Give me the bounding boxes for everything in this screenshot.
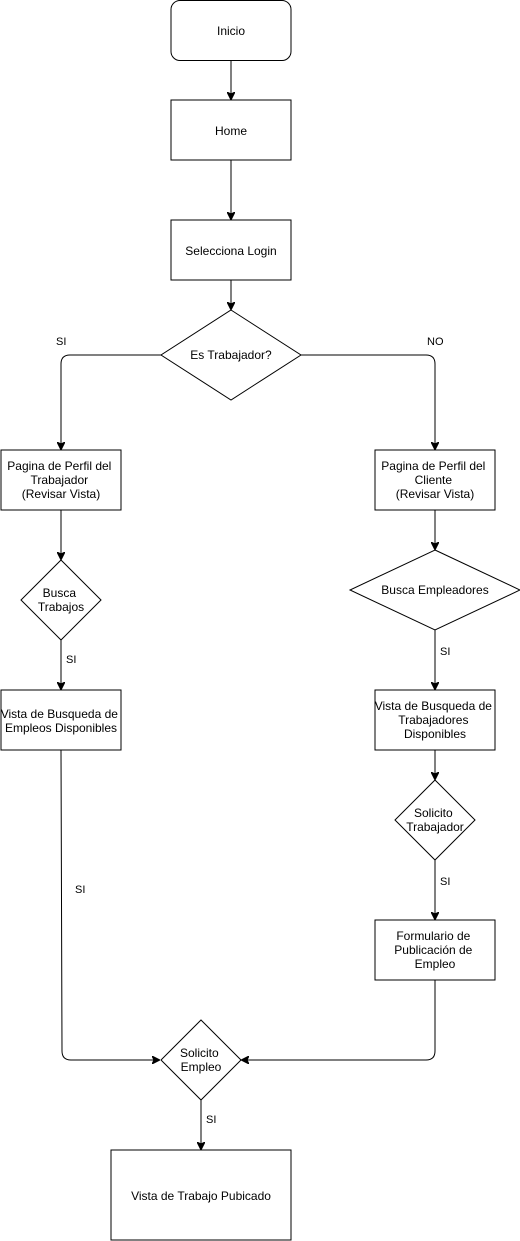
si-vista-empleos-label: SI — [75, 884, 85, 896]
solicito-empleo-decision — [160, 1019, 242, 1101]
vista-trabajo-label: Vista de Trabajo Pubicado — [131, 1189, 271, 1203]
edge-decision-perfil-trabajador — [61, 354, 161, 449]
perfil-cliente-label: Pagina de Perfil del Cliente (Revisar Vi… — [381, 459, 488, 501]
si-left-label: SI — [56, 336, 66, 348]
solicito-trabajador-decision — [394, 779, 476, 861]
solicito-empleo-label: Solicito Empleo — [180, 1046, 222, 1074]
si-busca-trabajos-label: SI — [66, 654, 76, 666]
si-busca-empleadores-label: SI — [440, 646, 450, 658]
inicio-label: Inicio — [217, 24, 245, 38]
formulario-box — [374, 919, 496, 981]
busca-trabajos-label: Busca Trabajos — [38, 586, 84, 614]
busca-empleadores-decision — [348, 549, 520, 631]
es-trabajador-label: Es Trabajador? — [190, 348, 272, 362]
edge-vista-empleos-solicito — [60, 749, 159, 1060]
busca-empleadores-label: Busca Empleadores — [381, 583, 488, 597]
vista-trabajadores-label: Vista de Busqueda de Trabajadores Dispon… — [375, 699, 496, 741]
si-solicito-trabajador-label: SI — [440, 876, 450, 888]
perfil-cliente-box — [374, 449, 496, 511]
login-label: Selecciona Login — [185, 244, 276, 258]
vista-trabajo-box — [110, 1149, 292, 1241]
edges — [61, 60, 435, 1149]
es-trabajador-decision — [160, 309, 302, 401]
vista-trabajadores-box — [374, 689, 496, 751]
perfil-trabajador-box — [0, 449, 122, 511]
vista-empleos-box — [0, 689, 122, 751]
busca-trabajos-decision — [20, 559, 102, 641]
vista-empleos-label: Vista de Busqueda de Empleos Disponibles — [1, 707, 122, 735]
no-right-label: NO — [427, 336, 444, 348]
edge-formulario-solicito-empleo — [242, 980, 436, 1060]
home-box — [170, 99, 292, 161]
si-solicito-empleo-label: SI — [206, 1114, 216, 1126]
login-box — [170, 219, 292, 281]
perfil-trabajador-label: Pagina de Perfil del Trabajador (Revisar… — [7, 459, 114, 501]
solicito-trabajador-label: Solicito Trabajador — [406, 806, 464, 834]
edge-labels: SI NO SI SI SI SI SI — [56, 336, 450, 1126]
start-node — [170, 0, 292, 61]
formulario-label: Formulario de Publicación de Empleo — [394, 929, 475, 971]
edge-decision-perfil-cliente — [301, 354, 435, 449]
home-label: Home — [215, 124, 247, 138]
node-labels: Inicio Home Selecciona Login Es Trabajad… — [1, 24, 496, 1203]
